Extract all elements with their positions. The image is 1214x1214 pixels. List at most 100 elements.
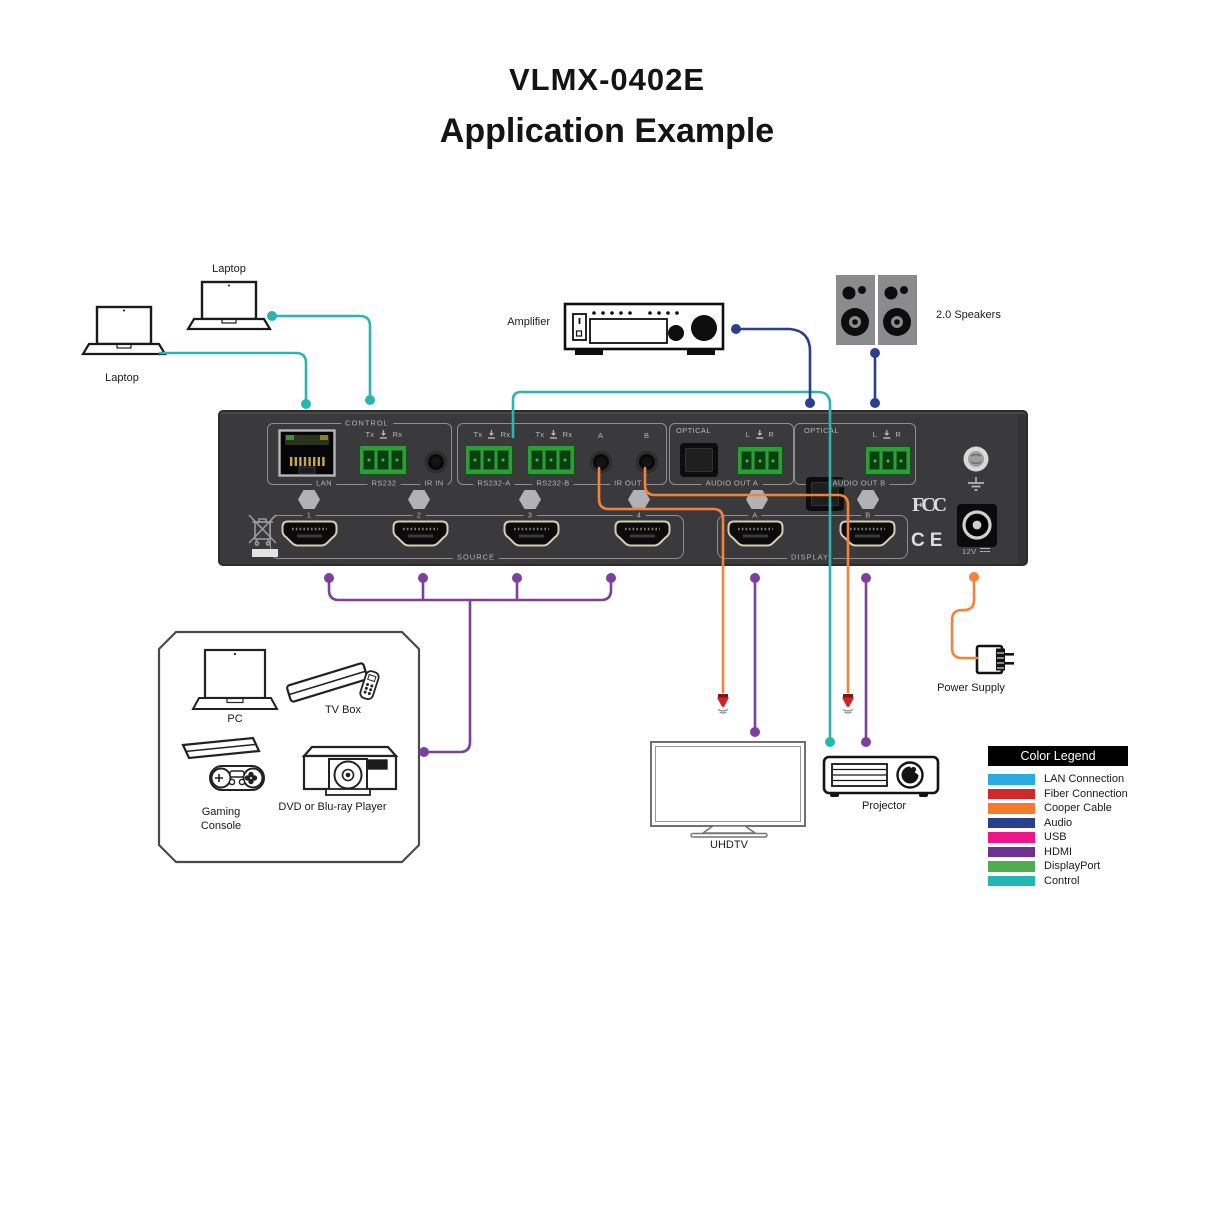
audio-a-pin-labels: L R	[745, 429, 775, 439]
uhdtv-label: UHDTV	[710, 839, 748, 851]
hdmi-display-port-b	[839, 520, 896, 547]
hdmi-source-port-1	[281, 520, 338, 547]
ground-icon	[487, 430, 496, 439]
ir-in-jack	[425, 451, 447, 473]
legend-row: Cooper Cable	[988, 802, 1138, 814]
dc-symbol	[979, 548, 990, 555]
ir-out-a-jack	[590, 451, 612, 473]
hdmi-source-port-3	[503, 520, 560, 547]
ir-out-b-letter: B	[644, 431, 650, 440]
power-label-row: 12V	[962, 548, 990, 556]
uhdtv-icon	[650, 741, 806, 827]
legend-row: USB	[988, 831, 1138, 843]
power-supply-icon	[975, 644, 1014, 675]
ir-out-a-letter: A	[598, 431, 604, 440]
rs232a-label: RS232-A	[473, 479, 515, 487]
ce-logo: CE	[911, 530, 948, 551]
lan-port	[278, 429, 336, 477]
uhdtv-stand	[690, 825, 768, 838]
laptop-left-label: Laptop	[105, 372, 139, 384]
hex-screw	[408, 490, 430, 509]
pc-icon	[191, 648, 279, 710]
legend-swatch	[988, 774, 1035, 785]
laptop-top-label: Laptop	[212, 263, 246, 275]
speakers-label: 2.0 Speakers	[936, 309, 1001, 321]
fcc-logo: FCC	[912, 494, 947, 516]
hex-screw	[298, 490, 320, 509]
ground-icon	[882, 430, 891, 439]
hex-screw	[857, 490, 879, 509]
ir-emitter-icon	[841, 693, 855, 714]
audio-b-pin-labels: L R	[872, 429, 902, 439]
ir-out-label: IR OUT	[610, 479, 646, 487]
legend-swatch	[988, 803, 1035, 814]
matrix-rear-panel: CONTROL OPTICAL OPTICAL Tx Rx	[218, 410, 1028, 566]
display-label: DISPLAY	[786, 553, 834, 561]
speakers-icon	[836, 275, 917, 345]
projector-icon	[822, 755, 940, 797]
dvd-player-label: DVD or Blu-ray Player	[278, 801, 387, 813]
weee-bar	[252, 549, 278, 557]
legend-row: LAN Connection	[988, 773, 1138, 785]
page-subtitle: Application Example	[439, 112, 775, 150]
rs232b-label: RS232-B	[532, 479, 574, 487]
color-legend: Color Legend LAN Connection Fiber Connec…	[988, 746, 1138, 890]
audio-out-b-label: AUDIO OUT B	[828, 479, 890, 487]
legend-swatch	[988, 817, 1035, 828]
hex-screw	[628, 490, 650, 509]
wire-power-supply	[950, 578, 979, 660]
copper-dots	[969, 572, 979, 582]
laptop-left-icon	[81, 305, 167, 356]
hdmi-source-port-4	[614, 520, 671, 547]
rs232b-terminal	[527, 445, 575, 475]
rs232b-pin-labels: Tx Rx	[535, 429, 573, 439]
rs232-pin-labels: Tx Rx	[365, 429, 403, 439]
legend-row: DisplayPort	[988, 860, 1138, 872]
pc-label: PC	[227, 713, 243, 725]
hdmi-display-port-a	[727, 520, 784, 547]
gaming-console-label: Gaming Console	[200, 806, 242, 833]
legend-swatch	[988, 846, 1035, 857]
dvd-player-icon	[301, 745, 399, 796]
weee-icon	[248, 514, 277, 546]
source-label: SOURCE	[452, 553, 500, 561]
source-port-4-label: 4	[632, 511, 646, 519]
hex-screw	[519, 490, 541, 509]
page-title: VLMX-0402E	[508, 62, 706, 97]
ground-icon	[755, 430, 764, 439]
ground-screw	[963, 446, 989, 491]
lan-label: LAN	[312, 479, 336, 487]
legend-swatch	[988, 832, 1035, 843]
rs232a-pin-labels: Tx Rx	[473, 429, 511, 439]
wire-laptop-left-to-lan	[158, 351, 308, 402]
display-port-a-label: A	[748, 511, 762, 519]
legend-row: Control	[988, 875, 1138, 887]
power-supply-label: Power Supply	[937, 682, 1005, 694]
optical-b-label: OPTICAL	[804, 426, 839, 435]
legend-swatch	[988, 875, 1035, 886]
ir-out-b-jack	[636, 451, 658, 473]
wire-amplifier-to-audio-out	[734, 327, 812, 400]
projector-label: Projector	[861, 800, 907, 812]
amplifier-label: Amplifier	[507, 316, 550, 328]
color-legend-header: Color Legend	[988, 746, 1128, 766]
optical-a-label: OPTICAL	[676, 426, 711, 435]
rs232a-terminal	[465, 445, 513, 475]
source-port-1-label: 1	[302, 511, 316, 519]
hex-screw	[746, 490, 768, 509]
legend-row: HDMI	[988, 846, 1138, 858]
rs232-label: RS232	[367, 479, 401, 487]
legend-swatch	[988, 788, 1035, 799]
audio-a-terminal	[737, 446, 783, 475]
source-port-3-label: 3	[523, 511, 537, 519]
source-port-2-label: 2	[412, 511, 426, 519]
dc-power-jack	[957, 504, 997, 547]
ground-icon	[549, 430, 558, 439]
audio-b-terminal	[865, 446, 911, 475]
tv-box-label: TV Box	[324, 704, 362, 716]
audio-out-a-label: AUDIO OUT A	[701, 479, 763, 487]
display-port-b-label: B	[861, 511, 875, 519]
ir-in-label: IR IN	[420, 479, 448, 487]
